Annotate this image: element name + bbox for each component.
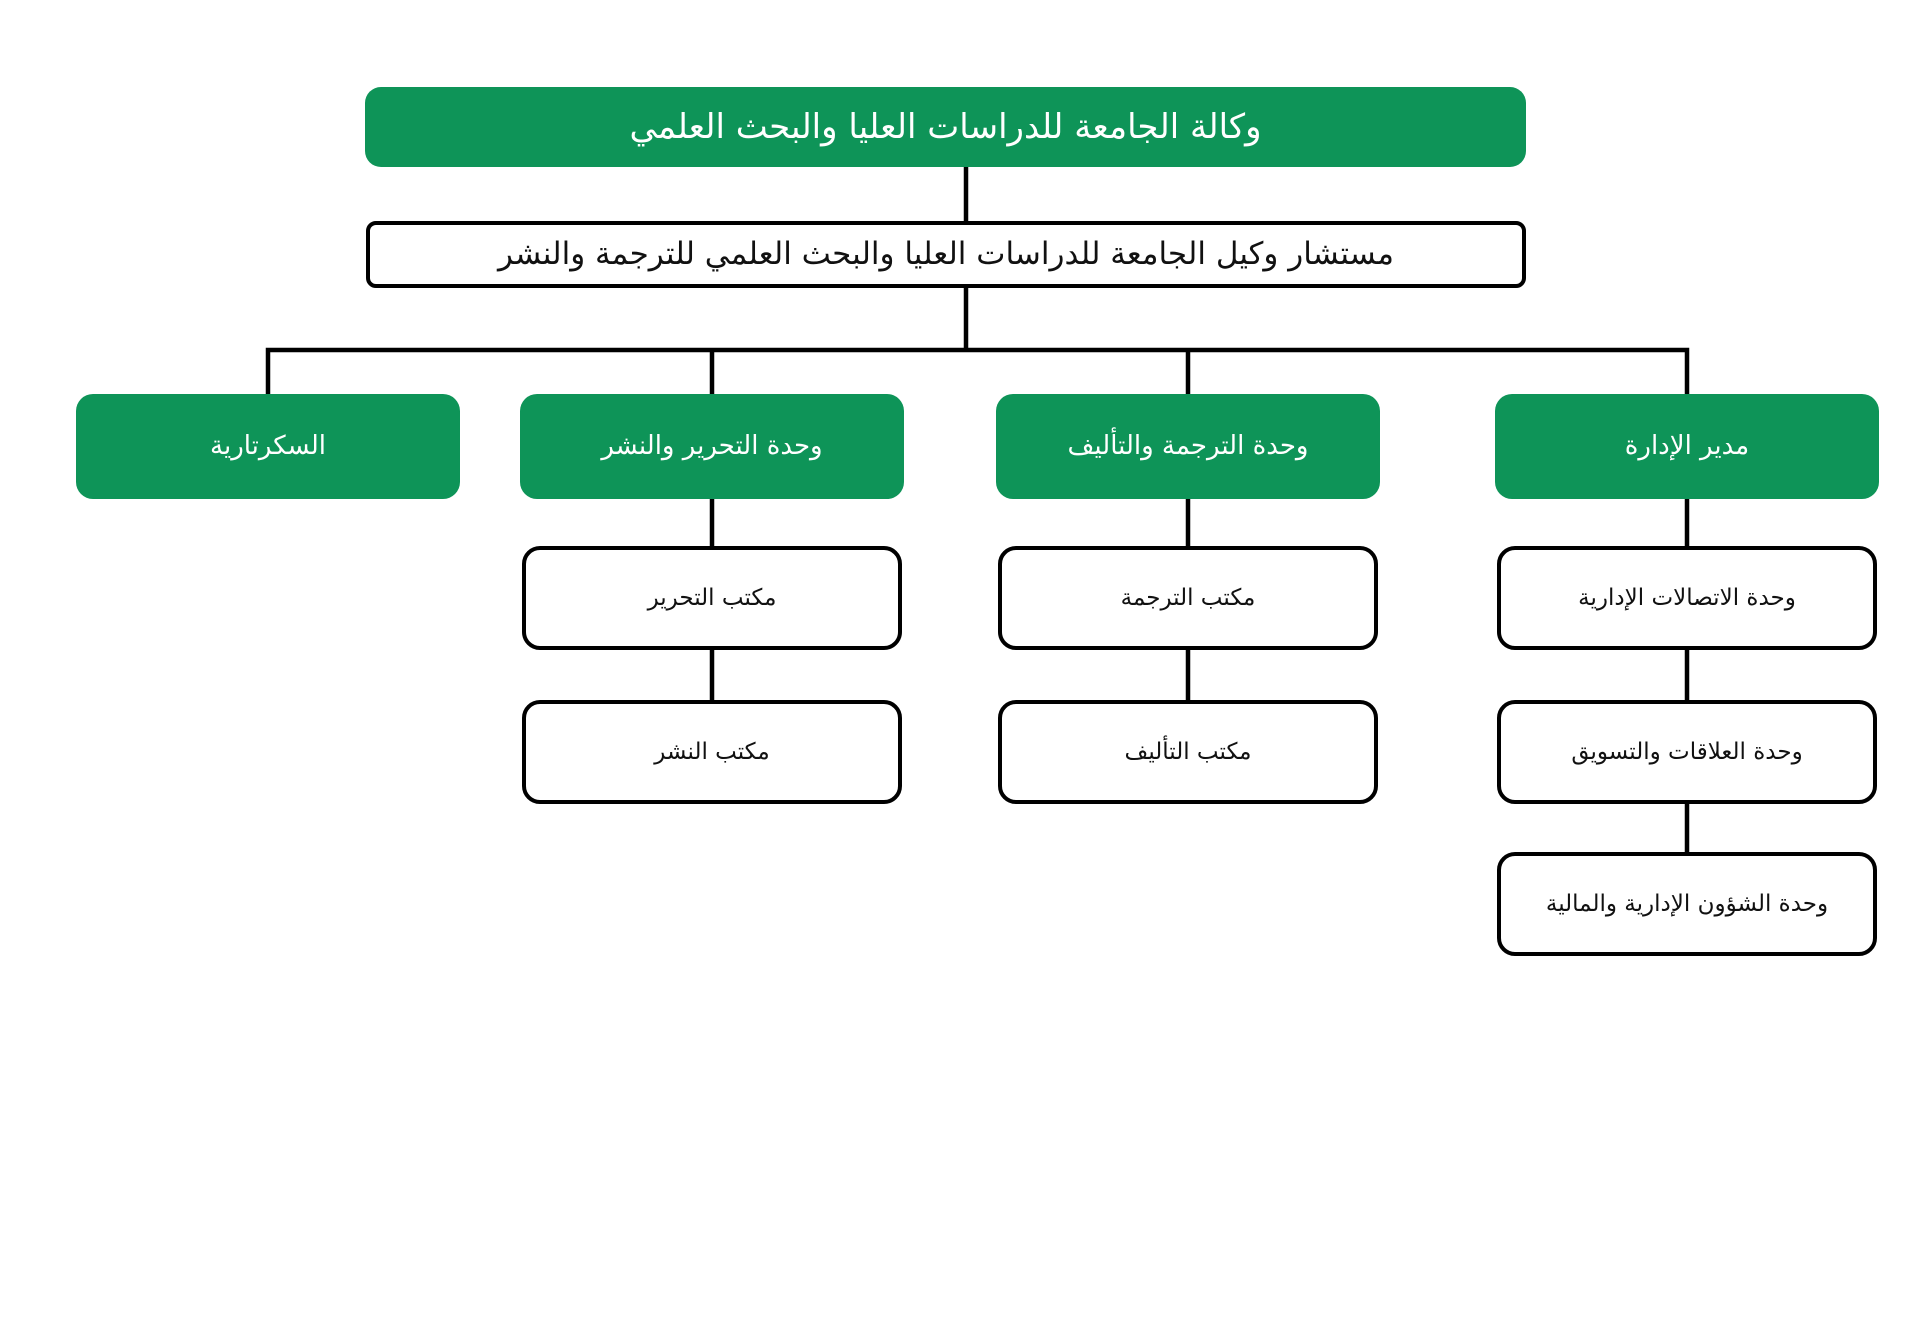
node-editing-office: مكتب التحرير [522,546,902,650]
node-editing-publishing-unit: وحدة التحرير والنشر [520,394,904,499]
node-translation-authoring-unit-label: وحدة الترجمة والتأليف [1067,431,1309,462]
node-advisor: مستشار وكيل الجامعة للدراسات العليا والب… [366,221,1526,288]
node-admin-financial-affairs-unit-label: وحدة الشؤون الإدارية والمالية [1545,890,1829,917]
node-translation-office: مكتب الترجمة [998,546,1378,650]
node-editing-publishing-unit-label: وحدة التحرير والنشر [601,431,823,462]
node-translation-office-label: مكتب الترجمة [1120,584,1256,611]
node-authoring-office-label: مكتب التأليف [1124,738,1252,765]
node-secretariat-label: السكرتارية [210,431,326,462]
node-university-agency: وكالة الجامعة للدراسات العليا والبحث الع… [365,87,1526,167]
node-secretariat: السكرتارية [76,394,460,499]
node-translation-authoring-unit: وحدة الترجمة والتأليف [996,394,1380,499]
node-publishing-office: مكتب النشر [522,700,902,804]
node-admin-communications-unit-label: وحدة الاتصالات الإدارية [1578,584,1796,611]
node-editing-office-label: مكتب التحرير [647,584,777,611]
node-relations-marketing-unit: وحدة العلاقات والتسويق [1497,700,1877,804]
node-admin-financial-affairs-unit: وحدة الشؤون الإدارية والمالية [1497,852,1877,956]
node-admin-director-label: مدير الإدارة [1624,431,1750,462]
node-admin-communications-unit: وحدة الاتصالات الإدارية [1497,546,1877,650]
node-admin-director: مدير الإدارة [1495,394,1879,499]
node-university-agency-label: وكالة الجامعة للدراسات العليا والبحث الع… [629,106,1262,147]
node-advisor-label: مستشار وكيل الجامعة للدراسات العليا والب… [498,236,1394,273]
connector-bus [265,347,1690,394]
node-authoring-office: مكتب التأليف [998,700,1378,804]
node-relations-marketing-unit-label: وحدة العلاقات والتسويق [1571,738,1803,765]
node-publishing-office-label: مكتب النشر [654,738,770,765]
